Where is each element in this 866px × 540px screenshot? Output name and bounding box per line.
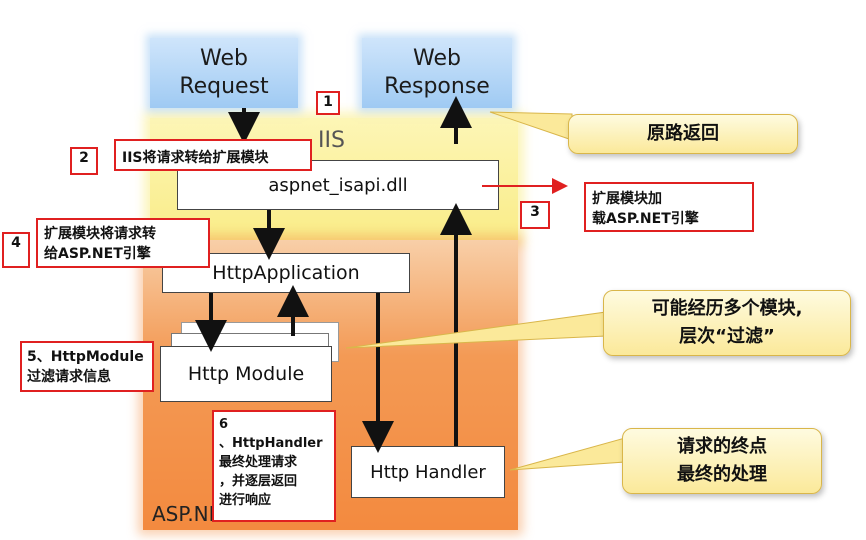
step-3-number: 3 xyxy=(520,201,550,229)
step-3-line1: 扩展模块加 xyxy=(592,191,662,207)
callout-endpoint-line1: 请求的终点 xyxy=(677,436,767,457)
callout-filter-line2: 层次“过滤” xyxy=(679,326,775,347)
callout-endpoint-line2: 最终的处理 xyxy=(677,464,767,485)
web-request-line2: Request xyxy=(179,74,269,99)
callout-pointer-filter xyxy=(345,311,607,349)
callout-return-path-text: 原路返回 xyxy=(647,123,719,144)
step-6-line4: ，并逐层返回 xyxy=(219,474,298,489)
step-6-line1: 6 xyxy=(219,417,229,432)
step-6-line5: 进行响应 xyxy=(219,493,272,508)
callout-return-path: 原路返回 xyxy=(568,114,798,154)
step-5-line1: 5、HttpModule xyxy=(27,349,144,365)
step-6-line3: 最终处理请求 xyxy=(219,455,298,470)
web-response-box: Web Response xyxy=(362,38,512,108)
iis-label: IIS xyxy=(318,128,345,153)
callout-pointer-return xyxy=(489,111,573,141)
step-2-number: 2 xyxy=(70,147,98,175)
web-response-line2: Response xyxy=(384,74,490,99)
step-1-number: 1 xyxy=(316,91,340,115)
step-6-line2: 、HttpHandler xyxy=(219,436,323,451)
web-request-line1: Web xyxy=(200,46,248,71)
aspnet-isapi-label: aspnet_isapi.dll xyxy=(268,174,408,196)
http-handler-label: Http Handler xyxy=(370,461,486,483)
step-3-line2: 载ASP.NET引擎 xyxy=(592,211,699,227)
step-4-line1: 扩展模块将请求转 xyxy=(44,226,156,242)
callout-filter: 可能经历多个模块, 层次“过滤” xyxy=(603,290,851,356)
callout-endpoint: 请求的终点 最终的处理 xyxy=(622,428,822,494)
step-1-number-text: 1 xyxy=(323,94,333,110)
step-5-description: 5、HttpModule 过滤请求信息 xyxy=(20,341,154,392)
step-4-description: 扩展模块将请求转 给ASP.NET引擎 xyxy=(36,218,210,268)
callout-filter-line1: 可能经历多个模块, xyxy=(651,298,803,319)
step-6-description: 6 、HttpHandler 最终处理请求 ，并逐层返回 进行响应 xyxy=(212,410,336,522)
step-2-number-text: 2 xyxy=(79,150,89,166)
step-5-line2: 过滤请求信息 xyxy=(27,369,111,385)
step-2-text: IIS将请求转给扩展模块 xyxy=(122,150,269,166)
callout-pointer-endpoint xyxy=(509,437,626,471)
http-handler-box: Http Handler xyxy=(351,446,505,498)
step-2-description: IIS将请求转给扩展模块 xyxy=(114,139,312,171)
http-module-box: Http Module xyxy=(160,346,332,402)
step-3-description: 扩展模块加 载ASP.NET引擎 xyxy=(584,182,754,232)
step-4-line2: 给ASP.NET引擎 xyxy=(44,246,151,262)
http-module-label: Http Module xyxy=(187,363,305,385)
http-application-label: HttpApplication xyxy=(212,262,360,284)
web-response-line1: Web xyxy=(413,46,461,71)
step-4-number-text: 4 xyxy=(11,235,21,251)
step-4-number: 4 xyxy=(2,232,30,268)
step-3-number-text: 3 xyxy=(530,204,540,220)
web-request-box: Web Request xyxy=(150,38,298,108)
